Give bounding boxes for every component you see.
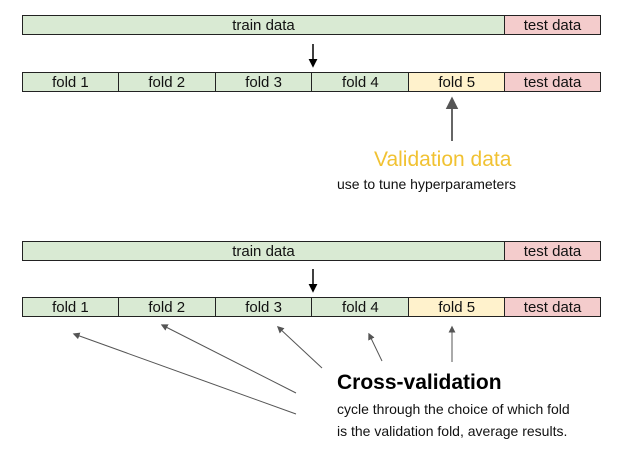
train-test-split-bar-top: train data test data xyxy=(22,15,601,35)
fold-2-pointer-arrow-icon xyxy=(160,324,297,394)
test-data-segment: test data xyxy=(505,72,601,92)
cross-validation-description-line-2: is the validation fold, average results. xyxy=(337,423,568,439)
test-data-segment: test data xyxy=(505,15,601,35)
folds-bar-bottom: fold 1 fold 2 fold 3 fold 4 fold 5 test … xyxy=(22,297,601,317)
cross-validation-title: Cross-validation xyxy=(337,371,502,394)
validation-data-subtitle: use to tune hyperparameters xyxy=(337,176,516,192)
fold-4-segment: fold 4 xyxy=(312,72,410,92)
fold-3-pointer-arrow-icon xyxy=(276,326,323,369)
fold-1-segment: fold 1 xyxy=(22,72,119,92)
fold-2-segment: fold 2 xyxy=(118,72,216,92)
train-data-segment: train data xyxy=(22,241,505,261)
cross-validation-description-line-1: cycle through the choice of which fold xyxy=(337,401,570,417)
test-data-segment: test data xyxy=(505,297,601,317)
fold-5-validation-segment: fold 5 xyxy=(409,72,506,92)
fold-1-pointer-arrow-icon xyxy=(72,332,297,415)
test-data-segment: test data xyxy=(505,241,601,261)
fold-5-validation-segment: fold 5 xyxy=(409,297,506,317)
fold-3-segment: fold 3 xyxy=(215,72,313,92)
fold-1-segment: fold 1 xyxy=(22,297,119,317)
validation-data-title: Validation data xyxy=(374,148,512,171)
fold-3-segment: fold 3 xyxy=(215,297,313,317)
fold-4-segment: fold 4 xyxy=(312,297,410,317)
fold-2-segment: fold 2 xyxy=(118,297,216,317)
train-data-segment: train data xyxy=(22,15,505,35)
folds-bar-top: fold 1 fold 2 fold 3 fold 4 fold 5 test … xyxy=(22,72,601,92)
fold-4-pointer-arrow-icon xyxy=(368,332,383,362)
train-test-split-bar-bottom: train data test data xyxy=(22,241,601,261)
